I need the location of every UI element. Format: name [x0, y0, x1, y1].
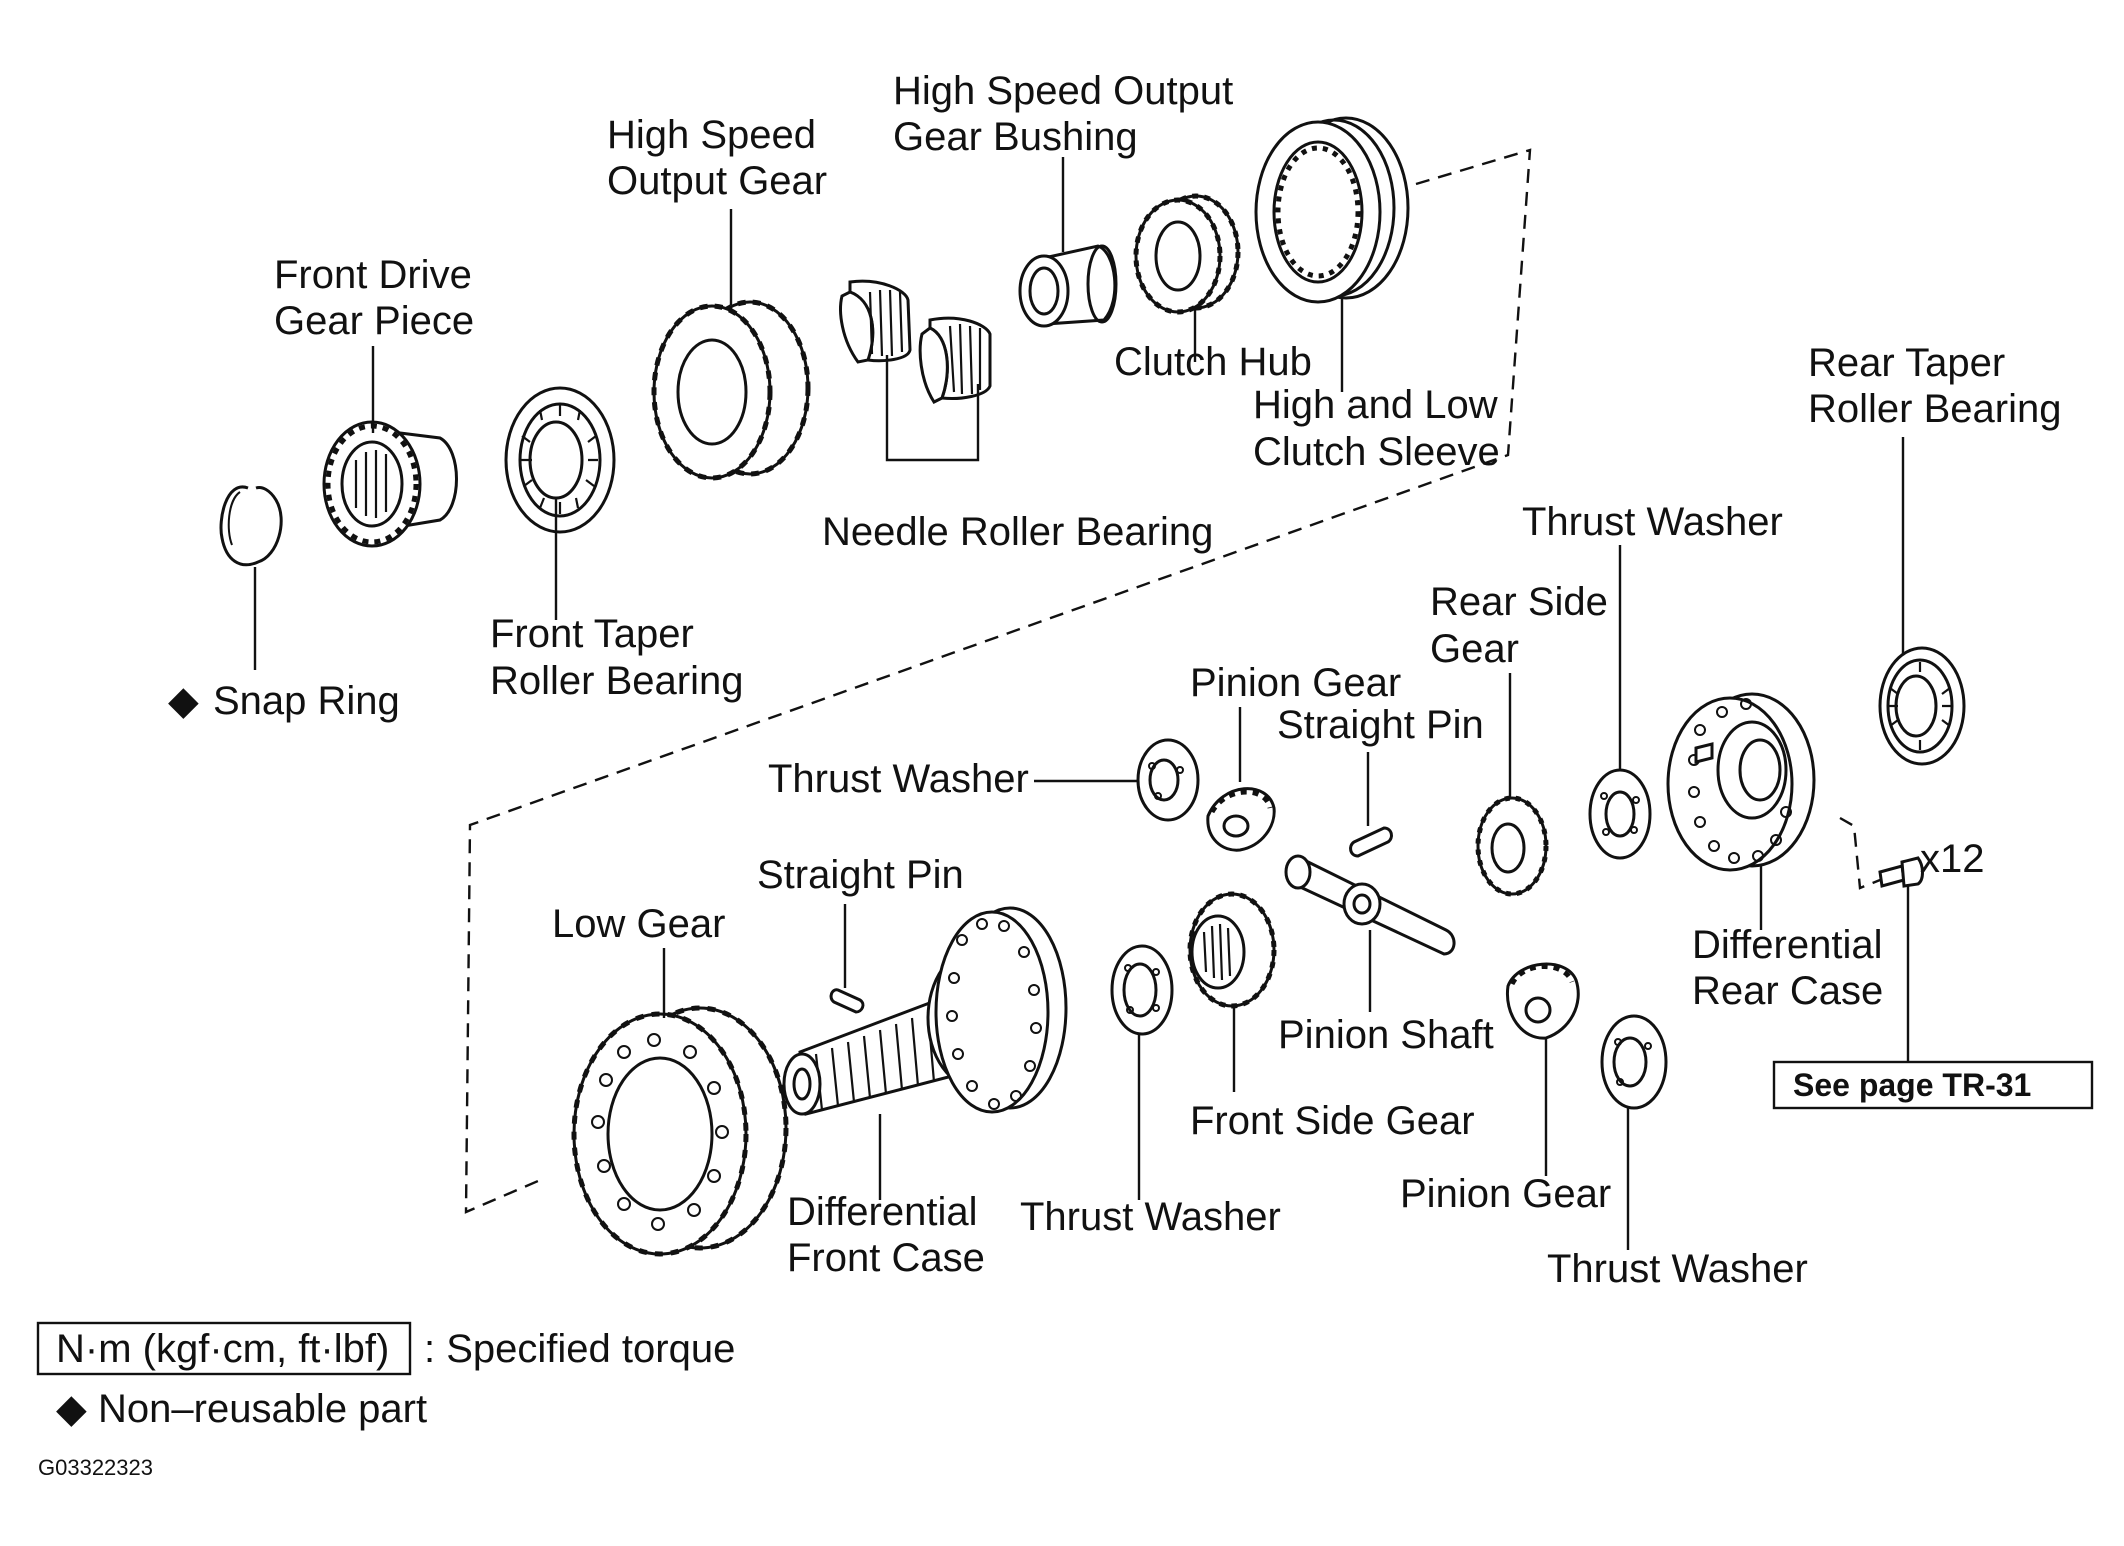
label-rear-side-gear: Rear Side Gear [1430, 580, 1619, 671]
label-pinion-shaft: Pinion Shaft [1278, 1013, 1494, 1057]
thrust-washer-left-part [1136, 738, 1200, 822]
pinion-gear-lower-part [1505, 962, 1580, 1040]
rear-taper-roller-bearing-part [1878, 646, 1966, 766]
differential-front-case-part [782, 906, 1068, 1116]
label-bolt-count: x12 [1920, 837, 1985, 881]
pinion-gear-upper-part [1206, 787, 1276, 852]
clutch-hub-part [1133, 193, 1241, 315]
label-high-and-low-clutch-sleeve: High and Low Clutch Sleeve [1253, 383, 1509, 474]
label-thrust-washer-upper-right: Thrust Washer [1522, 500, 1783, 544]
thrust-washer-upper-right-part [1588, 768, 1652, 860]
bolt-part [1878, 856, 1924, 888]
assembly-boundary-dashed [464, 148, 1532, 1214]
label-front-taper-roller-bearing: Front Taper Roller Bearing [490, 612, 743, 703]
label-high-speed-output-gear: High Speed Output Gear [607, 113, 827, 203]
leader-lines [253, 157, 1910, 1250]
thrust-washer-lower-right-part [1600, 1014, 1668, 1110]
see-page-text: See page TR-31 [1793, 1067, 2031, 1103]
front-drive-gear-piece-part [322, 420, 458, 548]
label-straight-pin-lower: Straight Pin [757, 853, 964, 897]
label-high-speed-output-gear-bushing: High Speed Output Gear Bushing [893, 69, 1244, 159]
see-page-box [1772, 1060, 2094, 1110]
straight-pin-upper-part [1349, 826, 1393, 858]
torque-legend-box [36, 1321, 412, 1376]
snap-ring-part [219, 485, 283, 567]
label-low-gear: Low Gear [552, 902, 725, 946]
straight-pin-lower-part [829, 988, 865, 1014]
differential-rear-case-part [1666, 692, 1816, 872]
high-speed-output-gear-part [651, 299, 811, 481]
thrust-washer-lower-middle-part [1110, 944, 1174, 1036]
needle-roller-bearing-part [839, 279, 992, 404]
high-and-low-clutch-sleeve-part [1254, 116, 1410, 304]
label-thrust-washer-left: Thrust Washer [768, 757, 1029, 801]
see-page-reference: See page TR-31 [1772, 1060, 2094, 1110]
label-straight-pin-upper: Straight Pin [1277, 703, 1484, 747]
label-front-side-gear: Front Side Gear [1190, 1099, 1475, 1143]
label-pinion-gear-upper: Pinion Gear [1190, 661, 1401, 705]
label-thrust-washer-lower-right: Thrust Washer [1547, 1247, 1808, 1291]
front-taper-roller-bearing-part [504, 386, 616, 534]
torque-legend-text: : Specified torque [424, 1327, 735, 1371]
non-reusable-legend-text: Non–reusable part [98, 1387, 427, 1431]
pinion-shaft-part [1284, 854, 1456, 956]
label-needle-roller-bearing: Needle Roller Bearing [822, 510, 1213, 554]
rear-case-bolt-dashed [1839, 816, 1881, 890]
legend: N·m (kgf·cm, ft·lbf) : Specified torque … [36, 1321, 735, 1431]
rear-side-gear-part [1475, 795, 1549, 897]
label-differential-rear-case: Differential Rear Case [1692, 923, 1894, 1013]
label-rear-taper-roller-bearing: Rear Taper Roller Bearing [1808, 341, 2061, 431]
label-snap-ring: Snap Ring [213, 679, 400, 723]
label-pinion-gear-lower: Pinion Gear [1400, 1172, 1611, 1216]
non-reusable-legend-symbol: ◆ [56, 1387, 87, 1431]
front-side-gear-part [1187, 891, 1277, 1009]
label-thrust-washer-lower-middle: Thrust Washer [1020, 1195, 1281, 1239]
label-differential-front-case: Differential Front Case [787, 1190, 989, 1280]
label-clutch-hub: Clutch Hub [1114, 340, 1312, 384]
torque-legend-units: N·m (kgf·cm, ft·lbf) [56, 1327, 389, 1371]
label-front-drive-gear-piece: Front Drive Gear Piece [274, 253, 483, 343]
non-reusable-mark-snap-ring: ◆ [168, 679, 199, 723]
high-speed-output-gear-bushing-part [1018, 244, 1118, 328]
low-gear-part [571, 1005, 789, 1257]
figure-code: G03322323 [38, 1455, 153, 1480]
